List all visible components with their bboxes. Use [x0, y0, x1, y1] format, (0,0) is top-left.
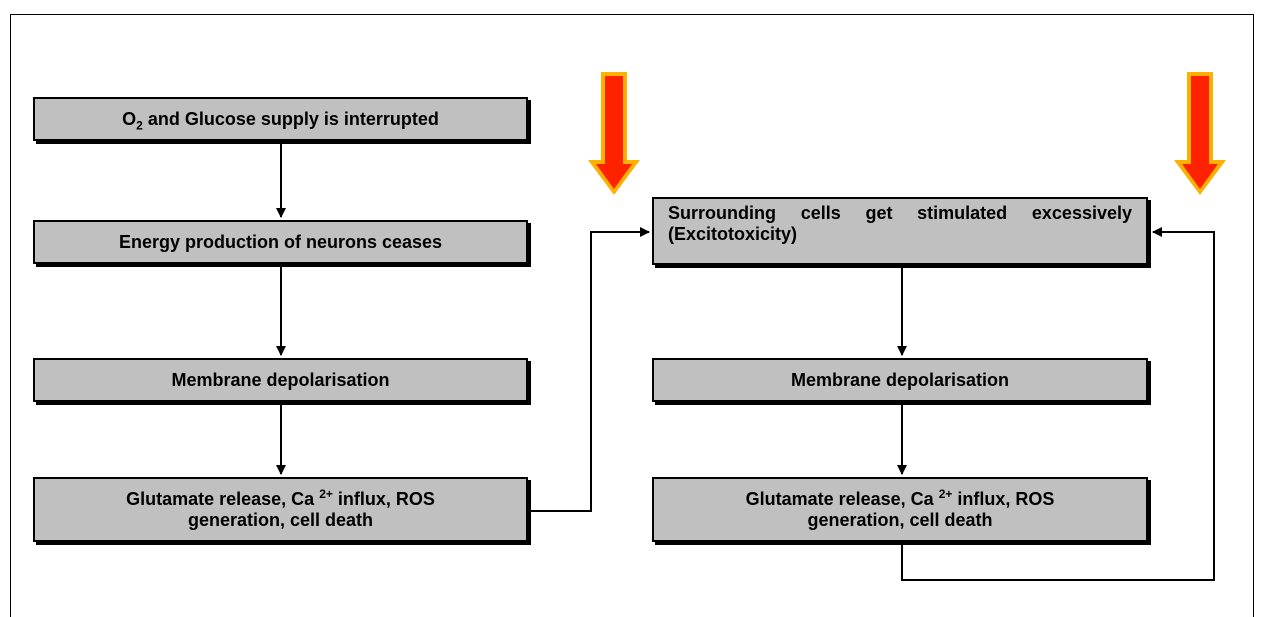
left-box-energy-label: Energy production of neurons ceases	[118, 231, 443, 252]
left-box-glutamate-release: Glutamate release, Ca 2+ influx, ROS gen…	[33, 477, 528, 542]
right-box-excitotoxicity-label: Surrounding cells get stimulated excessi…	[668, 203, 1132, 244]
right-box-glutamate-line1-prefix: Glutamate release, Ca	[745, 488, 939, 509]
right-box-membrane-label: Membrane depolarisation	[790, 369, 1010, 390]
right-box-glutamate-line2: generation, cell death	[807, 509, 993, 530]
right-box-glutamate-line1-suffix: influx, ROS	[952, 488, 1055, 509]
left-box-glutamate-line1-suffix: influx, ROS	[332, 488, 435, 509]
left-box-membrane-depolarisation: Membrane depolarisation	[33, 358, 528, 402]
left-box-oxygen-prefix: O	[122, 108, 137, 129]
left-box-oxygen-rest: and Glucose supply is interrupted	[142, 108, 439, 129]
right-box-glutamate-release: Glutamate release, Ca 2+ influx, ROS gen…	[652, 477, 1148, 542]
left-box-oxygen-subscript: 2	[136, 118, 143, 133]
left-box-energy-production: Energy production of neurons ceases	[33, 220, 528, 264]
left-box-glutamate-line2: generation, cell death	[187, 509, 374, 530]
right-box-excitotoxicity: Surrounding cells get stimulated excessi…	[652, 197, 1148, 265]
left-box-membrane-label: Membrane depolarisation	[171, 369, 390, 390]
left-box-oxygen-glucose: O2 and Glucose supply is interrupted	[33, 97, 528, 141]
right-box-calcium-charge: 2+	[938, 486, 953, 501]
left-box-calcium-charge: 2+	[319, 486, 333, 501]
left-box-glutamate-line1-prefix: Glutamate release, Ca	[126, 488, 320, 509]
right-box-membrane-depolarisation: Membrane depolarisation	[652, 358, 1148, 402]
